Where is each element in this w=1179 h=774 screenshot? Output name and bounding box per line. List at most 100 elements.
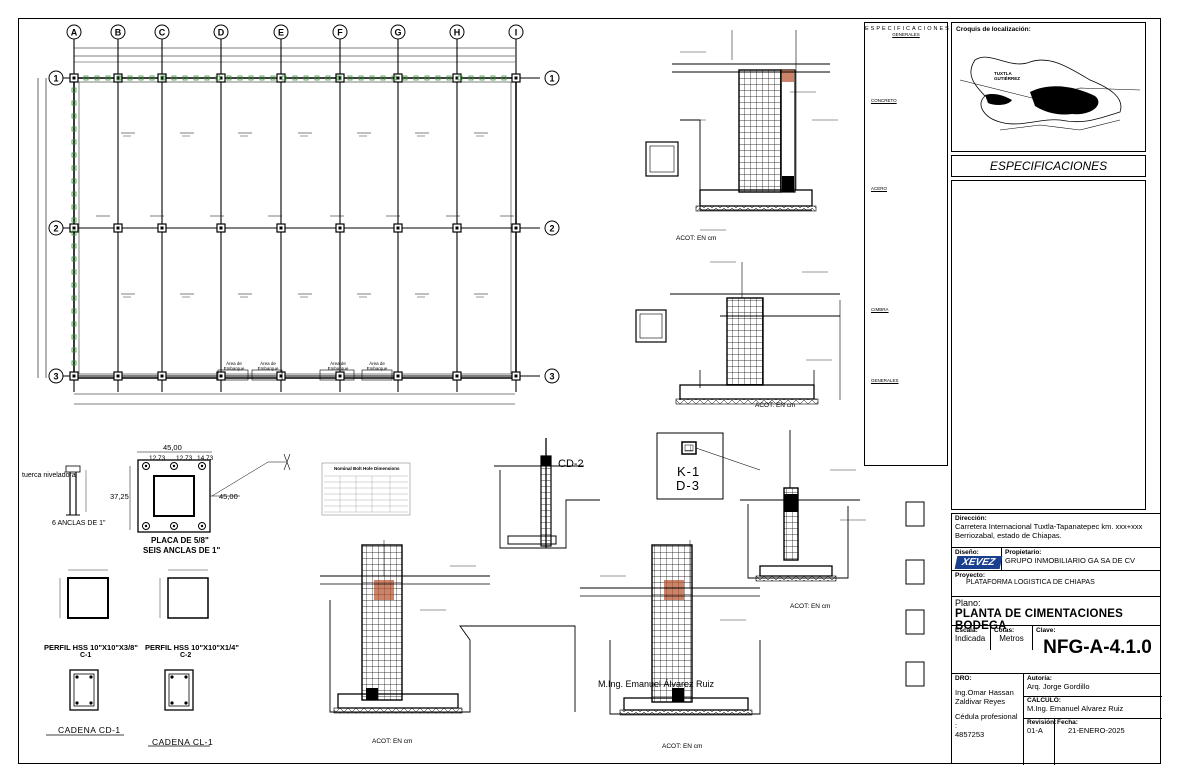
grid-label-D: D (218, 28, 225, 38)
grid-bubble-I (508, 24, 524, 40)
tb-escala-label: Escala: (955, 627, 978, 634)
section-1-plate (782, 70, 794, 82)
grid-bubble-E (273, 24, 289, 40)
edge-marker (380, 75, 386, 81)
cd2-footing (507, 535, 557, 545)
edge-marker (248, 75, 254, 81)
edge-marker (71, 126, 77, 132)
section-1-inset (645, 141, 679, 177)
pedestal-core (72, 374, 76, 378)
pedestal-core (338, 374, 342, 378)
rebar-dot (75, 675, 79, 679)
tb-dro-label: DRO: (955, 675, 972, 682)
anchor-bolt (172, 464, 176, 468)
section-5-plate (664, 580, 684, 600)
grid-bubble-C (154, 24, 170, 40)
grid-row-label-1: 1 (549, 74, 554, 84)
grid-row-label-1: 1 (53, 74, 58, 84)
edge-marker (226, 75, 232, 81)
tb-fecha-value: 21-ENERO-2025 (1068, 726, 1125, 735)
hss-profiles (59, 569, 209, 619)
edge-marker (71, 243, 77, 249)
plate-sub-dim-3: 14,73 (197, 455, 214, 462)
section-2-column (726, 297, 764, 386)
tb-direccion-label: Dirección: (955, 515, 987, 522)
section-2-inset (635, 309, 667, 343)
pedestal-core (514, 226, 518, 230)
plan-area-1: Área de Embarque (223, 361, 245, 371)
edge-marker (413, 75, 419, 81)
pedestal-core (279, 226, 283, 230)
tb-cotas-value: Metros (999, 634, 1024, 643)
grid-bubble-G (390, 24, 406, 40)
location-map (959, 56, 1141, 131)
acot-label-1: ACOT: EN cm (676, 235, 717, 242)
tb-autoria: Autoría: Arq. Jorge Gordillo (1024, 674, 1162, 697)
edge-marker (424, 75, 430, 81)
grid-label-E: E (278, 28, 284, 38)
section-1-footing-soil (695, 205, 817, 212)
rebar-dot (184, 701, 188, 705)
pedestal-core (455, 374, 459, 378)
pedestal-core (116, 226, 120, 230)
edge-marker (71, 139, 77, 145)
tb-cotas: Cotas: Metros (991, 626, 1033, 650)
grid-label-G: G (394, 28, 401, 38)
pedestal-core (219, 374, 223, 378)
edge-marker (215, 75, 221, 81)
pedestal-core (396, 374, 400, 378)
tb-cedula-label: Cédula profesional : (955, 712, 1018, 730)
edge-marker (71, 269, 77, 275)
anchor-bolt-detail (65, 465, 87, 516)
edge-marker (314, 75, 320, 81)
pedestal-core (455, 226, 459, 230)
tb-proyecto-value: PLATAFORMA LOGISTICA DE CHIAPAS (966, 579, 1095, 586)
k1-detail (656, 432, 761, 500)
anchor-bolt (144, 464, 148, 468)
cd2-label: CD-2 (558, 458, 584, 470)
anchor-label-top: tuerca niveladora (22, 472, 76, 479)
location-sketch-panel: Croquis de localización: TUXTLA GUTIÉRRE… (951, 22, 1146, 152)
edge-marker (292, 75, 298, 81)
edge-marker (171, 75, 177, 81)
location-label: Croquis de localización: (956, 26, 1031, 33)
edge-marker (270, 75, 276, 81)
tb-escala: Escala: Indicada (952, 626, 991, 650)
edge-marker (138, 75, 144, 81)
tb-proyecto: Proyecto: PLATAFORMA LOGISTICA DE CHIAPA… (952, 571, 1160, 597)
pedestal-core (338, 76, 342, 80)
section-4-excavation (329, 600, 576, 713)
pedestal-core (396, 226, 400, 230)
edge-marker (71, 295, 77, 301)
cd2-column (540, 455, 552, 547)
rebar-dot (170, 701, 174, 705)
specifications-header: ESPECIFICACIONES (865, 26, 951, 32)
tb-calculo: CALCULO: M.Ing. Emanuel Alvarez Ruiz (1024, 696, 1162, 719)
cadena-title-2: CADENA CL-1 (152, 737, 214, 747)
profile-code-1: C-1 (80, 652, 92, 659)
pedestal-core (396, 76, 400, 80)
profile-title-2: PERFIL HSS 10"X10"X1/4" (145, 643, 239, 652)
title-block: Dirección: Carretera Internacional Tuxtl… (951, 513, 1162, 765)
pedestal-core (455, 76, 459, 80)
pedestal-core (160, 226, 164, 230)
edge-marker (369, 75, 375, 81)
edge-marker (160, 75, 166, 81)
anchor-bolt (200, 464, 204, 468)
tb-cotas-label: Cotas: (994, 627, 1015, 634)
pedestal-core (514, 76, 518, 80)
spec-section-acero: ACERO (871, 186, 888, 191)
pedestal-core (219, 76, 223, 80)
small-section-details (905, 501, 925, 687)
rebar-dot (75, 701, 79, 705)
acot-label-3: ACOT: EN cm (790, 603, 831, 610)
cadena-title-1: CADENA CD-1 (58, 725, 121, 735)
edge-marker (468, 75, 474, 81)
grid-label-H: H (454, 28, 461, 38)
pedestal-core (72, 76, 76, 80)
tb-propietario-label: Propietario: (1005, 549, 1042, 556)
edge-marker (105, 75, 111, 81)
edge-marker (281, 75, 287, 81)
anchor-bolt (172, 524, 176, 528)
